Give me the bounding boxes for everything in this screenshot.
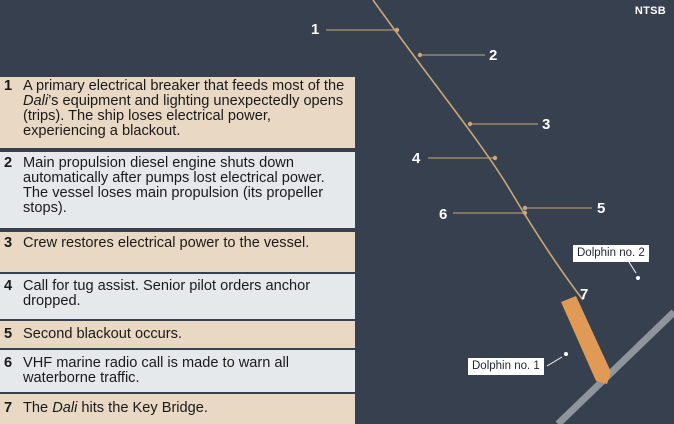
- step-2: 2 Main propulsion diesel engine shuts do…: [0, 152, 355, 228]
- map-number-6: 6: [439, 206, 448, 223]
- ntsb-logo: NTSB: [634, 5, 666, 17]
- dolphin-2-dot: [636, 276, 640, 280]
- step-text: VHF marine radio call is made to warn al…: [23, 355, 290, 386]
- step-text: Main propulsion diesel engine shuts down…: [23, 155, 325, 216]
- dolphin-1-label: Dolphin no. 1: [468, 358, 544, 376]
- ship-dali: [561, 296, 611, 384]
- step-1: 1 A primary electrical breaker that feed…: [0, 77, 355, 148]
- map-number-7: 7: [580, 286, 589, 303]
- step-5: 5 Second blackout occurs.: [0, 321, 355, 348]
- vessel-track: [372, 0, 584, 301]
- step-number: 4: [4, 278, 13, 294]
- track-marker-4: [492, 155, 498, 161]
- step-7: 7 The Dali hits the Key Bridge.: [0, 394, 355, 424]
- map-number-2: 2: [489, 47, 498, 64]
- step-number: 2: [4, 155, 13, 171]
- step-6: 6 VHF marine radio call is made to warn …: [0, 350, 355, 392]
- step-text: The Dali hits the Key Bridge.: [23, 400, 208, 416]
- map-number-4: 4: [412, 150, 421, 167]
- step-number: 3: [4, 235, 13, 251]
- step-number: 6: [4, 355, 13, 371]
- track-marker-6: [522, 210, 528, 216]
- step-text: Call for tug assist. Senior pilot orders…: [23, 278, 311, 309]
- dolphin-1-pointer: [546, 356, 563, 367]
- step-text: Crew restores electrical power to the ve…: [23, 235, 310, 251]
- step-text: A primary electrical breaker that feeds …: [23, 78, 345, 139]
- track-marker-2: [417, 52, 423, 58]
- track-marker-1: [394, 27, 400, 33]
- step-number: 7: [4, 400, 13, 416]
- map-number-5: 5: [597, 200, 606, 217]
- map-number-3: 3: [542, 116, 551, 133]
- map-number-1: 1: [311, 21, 320, 38]
- dolphin-2-pointer: [628, 261, 637, 274]
- dolphin-1-dot: [564, 352, 568, 356]
- step-text: Second blackout occurs.: [23, 326, 182, 342]
- step-3: 3 Crew restores electrical power to the …: [0, 232, 355, 272]
- key-bridge: [555, 309, 674, 424]
- step-number: 1: [4, 78, 13, 94]
- step-number: 5: [4, 326, 13, 342]
- track-marker-5: [522, 205, 528, 211]
- track-marker-3: [467, 121, 473, 127]
- dolphin-2-label: Dolphin no. 2: [573, 245, 649, 263]
- step-4: 4 Call for tug assist. Senior pilot orde…: [0, 274, 355, 319]
